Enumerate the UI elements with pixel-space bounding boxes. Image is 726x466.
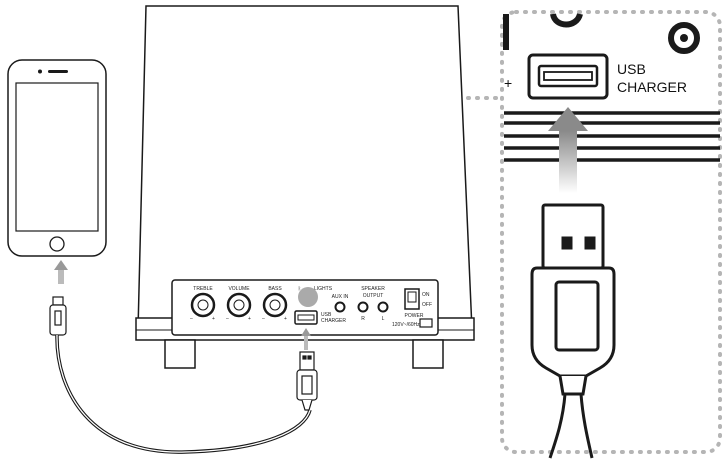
left-channel-label: L [382, 316, 385, 322]
panel-arrow-up [301, 328, 311, 350]
speaker-output-jack-left [377, 301, 389, 313]
callout-usb-port [527, 53, 609, 100]
switch-off-label: OFF [422, 302, 432, 308]
power-switch [404, 288, 420, 310]
panel-usb-plug [296, 351, 318, 411]
callout-arrow-up [548, 107, 588, 193]
panel-usb-label-line2: CHARGER [321, 318, 346, 324]
callout-usb-cable [548, 393, 594, 459]
speaker-foot-right [412, 339, 444, 369]
bluetooth-icon: ᛒ [298, 286, 301, 292]
callout-jack-arc [550, 12, 583, 28]
callout-panel-edge-lines [504, 111, 720, 162]
aux-in-jack [334, 301, 346, 313]
speaker-foot-left [164, 339, 196, 369]
phone-speaker-slot [48, 70, 68, 73]
smartphone [7, 59, 107, 257]
knob-bass-minus: – [262, 316, 265, 322]
knob-treble-plus: + [212, 316, 215, 322]
aux-in-label: AUX IN [332, 294, 349, 300]
phone-arrow-up [54, 260, 68, 284]
knob-volume: VOLUME – + [226, 286, 252, 322]
power-label: POWER [405, 313, 424, 319]
knob-volume-plus: + [248, 316, 251, 322]
speaker-output-label-line1: SPEAKER [361, 286, 385, 292]
speaker-output-jack-right [357, 301, 369, 313]
power-inlet [419, 318, 433, 328]
micro-usb-plug [49, 296, 67, 336]
callout-usb-plug [530, 203, 616, 396]
knob-bass: BASS – + [262, 286, 288, 322]
knob-treble-label: TREBLE [193, 286, 213, 292]
knob-bass-label: BASS [268, 286, 282, 292]
callout-content: + USB CHARGER [503, 12, 720, 459]
speaker-output-label-line2: OUTPUT [363, 293, 384, 299]
knob-treble-minus: – [190, 316, 193, 322]
knob-treble: TREBLE – + [190, 286, 216, 322]
callout-usb-label-line1: USB [617, 61, 646, 77]
callout-usb-label-line2: CHARGER [617, 79, 687, 95]
lights-button-highlight [298, 287, 318, 307]
switch-on-label: ON [422, 292, 430, 298]
control-panel: TREBLE – + VOLUME – + BASS – + ᛒ LIGHTS … [171, 279, 439, 336]
panel-usb-label-line1: USB [321, 312, 332, 318]
phone-home-button [49, 236, 65, 252]
lights-label: LIGHTS [314, 286, 333, 292]
knob-bass-plus: + [284, 316, 287, 322]
callout-plus-sign: + [504, 75, 512, 91]
voltage-label: 120V~/60Hz [392, 322, 420, 328]
phone-camera [38, 69, 42, 74]
knob-volume-minus: – [226, 316, 229, 322]
knob-volume-label: VOLUME [228, 286, 250, 292]
right-channel-label: R [361, 316, 365, 322]
panel-usb-port [294, 310, 318, 325]
